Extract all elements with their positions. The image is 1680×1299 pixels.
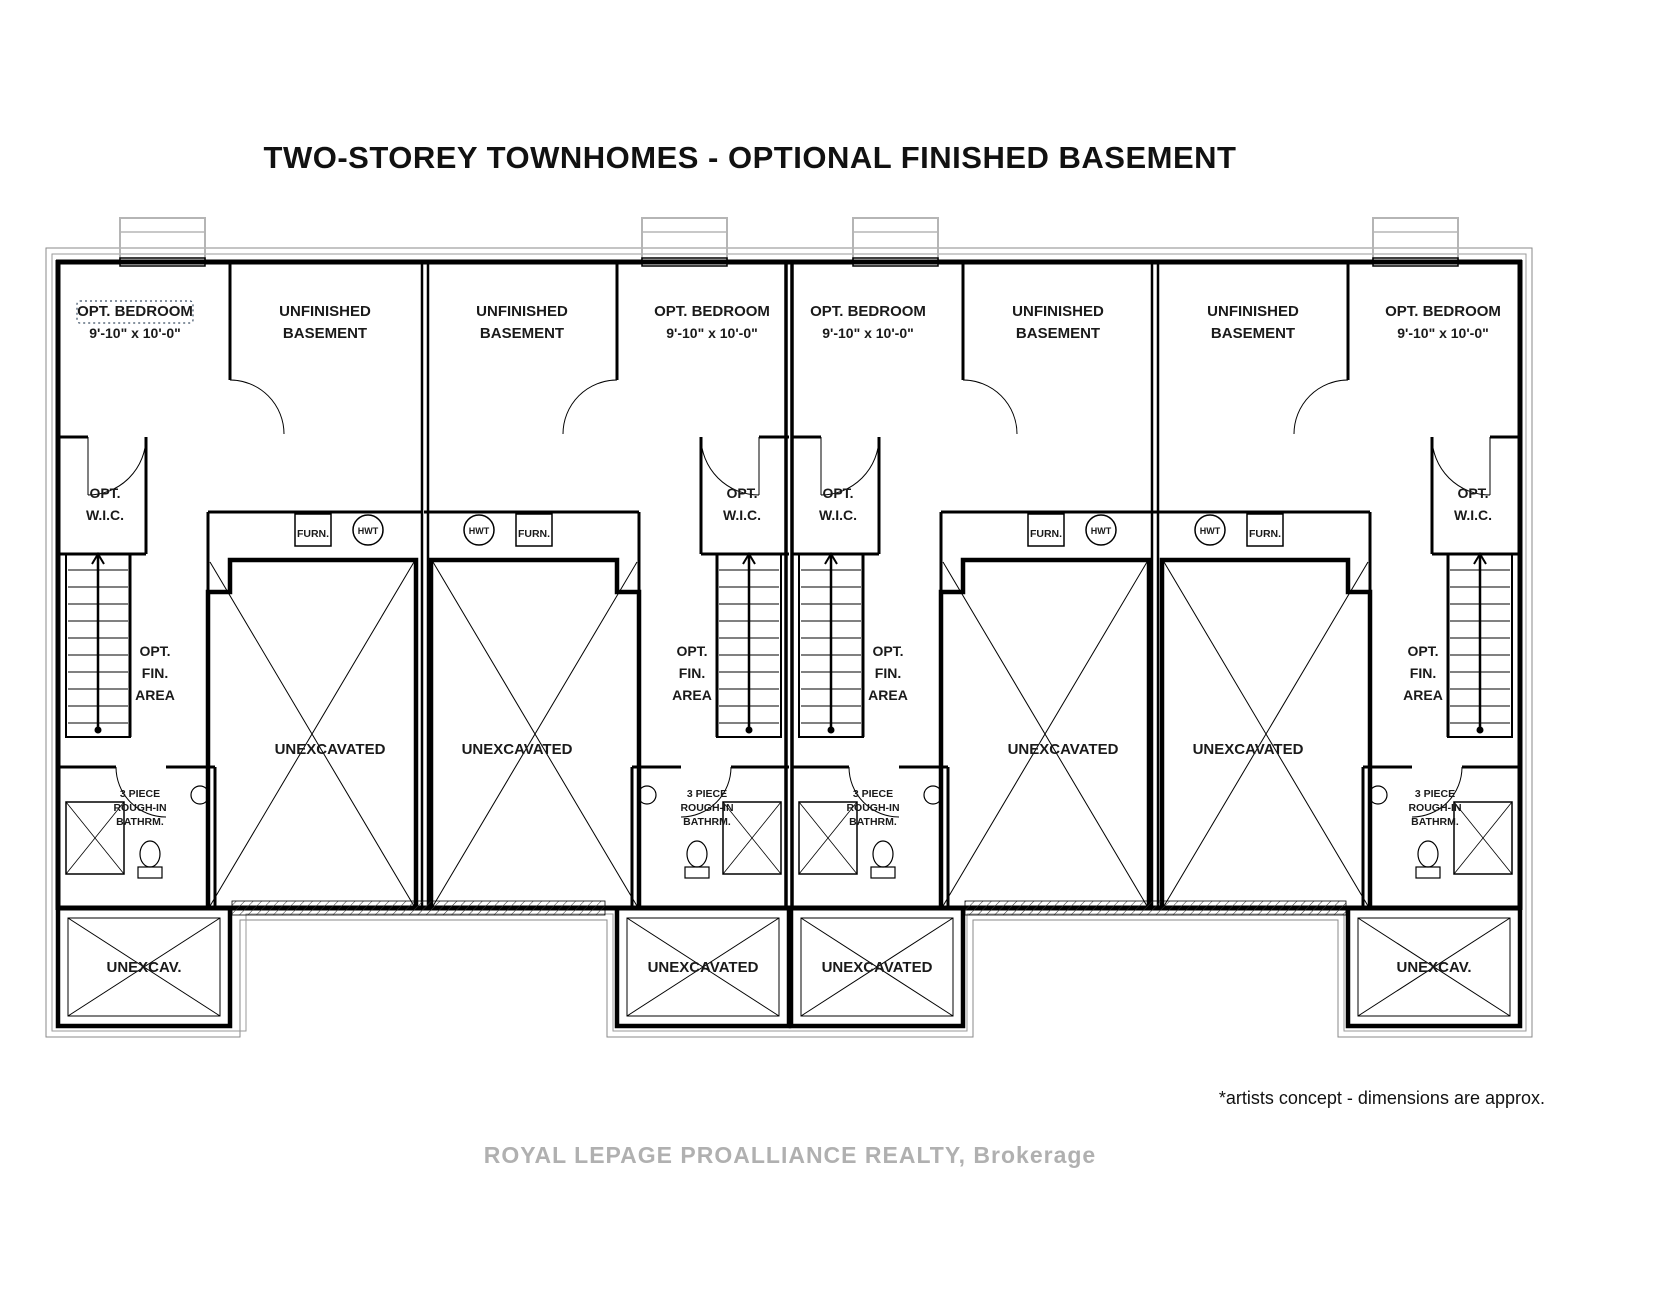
footing-outline-inner xyxy=(51,253,1527,1032)
unit3-label-basement: BASEMENT xyxy=(1016,325,1100,342)
unit2-label-bedroom-dims: 9'-10" x 10'-0" xyxy=(666,325,758,341)
unit3-label-opt-bedroom: OPT. BEDROOM xyxy=(810,303,926,320)
unit4-label-bath3: BATHRM. xyxy=(1411,816,1459,828)
unit2-label-unexcavated: UNEXCAVATED xyxy=(462,741,573,758)
unit4-label-bath2: ROUGH-IN xyxy=(1408,802,1461,814)
unit4-label-furn: FURN. xyxy=(1249,528,1281,540)
unit3-label-wic: W.I.C. xyxy=(819,507,857,523)
page-title: TWO-STOREY TOWNHOMES - OPTIONAL FINISHED… xyxy=(263,140,1237,175)
unit1-label-bath3: BATHRM. xyxy=(116,816,164,828)
unit1-label-fin: FIN. xyxy=(142,665,168,681)
unit4-label-bath1: 3 PIECE xyxy=(1415,788,1455,800)
unit3-label-bath3: BATHRM. xyxy=(849,816,897,828)
unit4-label-unexcavated: UNEXCAVATED xyxy=(1193,741,1304,758)
unit4-label-hwt: HWT xyxy=(1200,526,1221,536)
unit4-label-opt-bedroom: OPT. BEDROOM xyxy=(1385,303,1501,320)
unit2-label-bath3: BATHRM. xyxy=(683,816,731,828)
unit4-label-wic-opt: OPT. xyxy=(1457,485,1488,501)
unit3-label-unfinished: UNFINISHED xyxy=(1012,303,1104,320)
unit1-label-wic-opt: OPT. xyxy=(89,485,120,501)
unit-1-labels: OPT. BEDROOM 9'-10" x 10'-0" UNFINISHED … xyxy=(77,303,386,976)
unit3-label-bath2: ROUGH-IN xyxy=(846,802,899,814)
unit3-label-hwt: HWT xyxy=(1091,526,1112,536)
unit2-label-bath2: ROUGH-IN xyxy=(680,802,733,814)
unit2-label-opt-bedroom: OPT. BEDROOM xyxy=(654,303,770,320)
unit1-label-wic: W.I.C. xyxy=(86,507,124,523)
unit1-label-porch-unexcav: UNEXCAV. xyxy=(106,959,181,976)
unit2-label-porch-unexcav: UNEXCAVATED xyxy=(648,959,759,976)
unit1-label-fin-opt: OPT. xyxy=(139,643,170,659)
unit2-label-fin-opt: OPT. xyxy=(676,643,707,659)
unit4-label-area: AREA xyxy=(1403,687,1443,703)
unit4-label-porch-unexcav: UNEXCAV. xyxy=(1396,959,1471,976)
unit3-label-area: AREA xyxy=(868,687,908,703)
unit1-label-furn: FURN. xyxy=(297,528,329,540)
unit1-label-bedroom-dims: 9'-10" x 10'-0" xyxy=(89,325,181,341)
unit1-label-unexcavated: UNEXCAVATED xyxy=(275,741,386,758)
unit4-label-fin-opt: OPT. xyxy=(1407,643,1438,659)
unit1-label-unfinished: UNFINISHED xyxy=(279,303,371,320)
footing-outline-outer xyxy=(45,247,1533,1038)
unit3-label-unexcavated: UNEXCAVATED xyxy=(1008,741,1119,758)
unit3-label-bedroom-dims: 9'-10" x 10'-0" xyxy=(822,325,914,341)
unit3-label-bath1: 3 PIECE xyxy=(853,788,893,800)
unit1-label-bath1: 3 PIECE xyxy=(120,788,160,800)
unit2-label-area: AREA xyxy=(672,687,712,703)
unit2-label-fin: FIN. xyxy=(679,665,705,681)
brokerage-watermark: ROYAL LEPAGE PROALLIANCE REALTY, Brokera… xyxy=(483,1142,1097,1168)
unit4-label-unfinished: UNFINISHED xyxy=(1207,303,1299,320)
unit3-label-furn: FURN. xyxy=(1030,528,1062,540)
unit1-label-hwt: HWT xyxy=(358,526,379,536)
unit1-label-bath2: ROUGH-IN xyxy=(113,802,166,814)
unit4-label-bedroom-dims: 9'-10" x 10'-0" xyxy=(1397,325,1489,341)
unit-2-labels: OPT. BEDROOM 9'-10" x 10'-0" UNFINISHED … xyxy=(462,303,770,976)
unit3-label-wic-opt: OPT. xyxy=(822,485,853,501)
unit-4-labels: OPT. BEDROOM 9'-10" x 10'-0" UNFINISHED … xyxy=(1193,303,1501,976)
main-walls xyxy=(55,259,1523,911)
foundation-hatch-band-left xyxy=(231,900,606,916)
unit1-label-area: AREA xyxy=(135,687,175,703)
unit2-label-furn: FURN. xyxy=(518,528,550,540)
unit1-label-opt-bedroom: OPT. BEDROOM xyxy=(77,303,193,320)
unit2-label-basement: BASEMENT xyxy=(480,325,564,342)
opt-bedroom-highlight-box xyxy=(76,300,194,324)
unit-3-labels: OPT. BEDROOM 9'-10" x 10'-0" UNFINISHED … xyxy=(810,303,1119,976)
foundation-hatch-band-right xyxy=(964,900,1347,916)
unit2-label-bath1: 3 PIECE xyxy=(687,788,727,800)
unit4-label-basement: BASEMENT xyxy=(1211,325,1295,342)
unit2-label-hwt: HWT xyxy=(469,526,490,536)
unit3-label-fin: FIN. xyxy=(875,665,901,681)
unit1-label-basement: BASEMENT xyxy=(283,325,367,342)
unit2-label-wic-opt: OPT. xyxy=(726,485,757,501)
unit4-label-fin: FIN. xyxy=(1410,665,1436,681)
unit2-label-unfinished: UNFINISHED xyxy=(476,303,568,320)
disclaimer-note: *artists concept - dimensions are approx… xyxy=(1218,1088,1545,1108)
unit2-label-wic: W.I.C. xyxy=(723,507,761,523)
unit4-label-wic: W.I.C. xyxy=(1454,507,1492,523)
unit3-label-fin-opt: OPT. xyxy=(872,643,903,659)
unit3-label-porch-unexcav: UNEXCAVATED xyxy=(822,959,933,976)
